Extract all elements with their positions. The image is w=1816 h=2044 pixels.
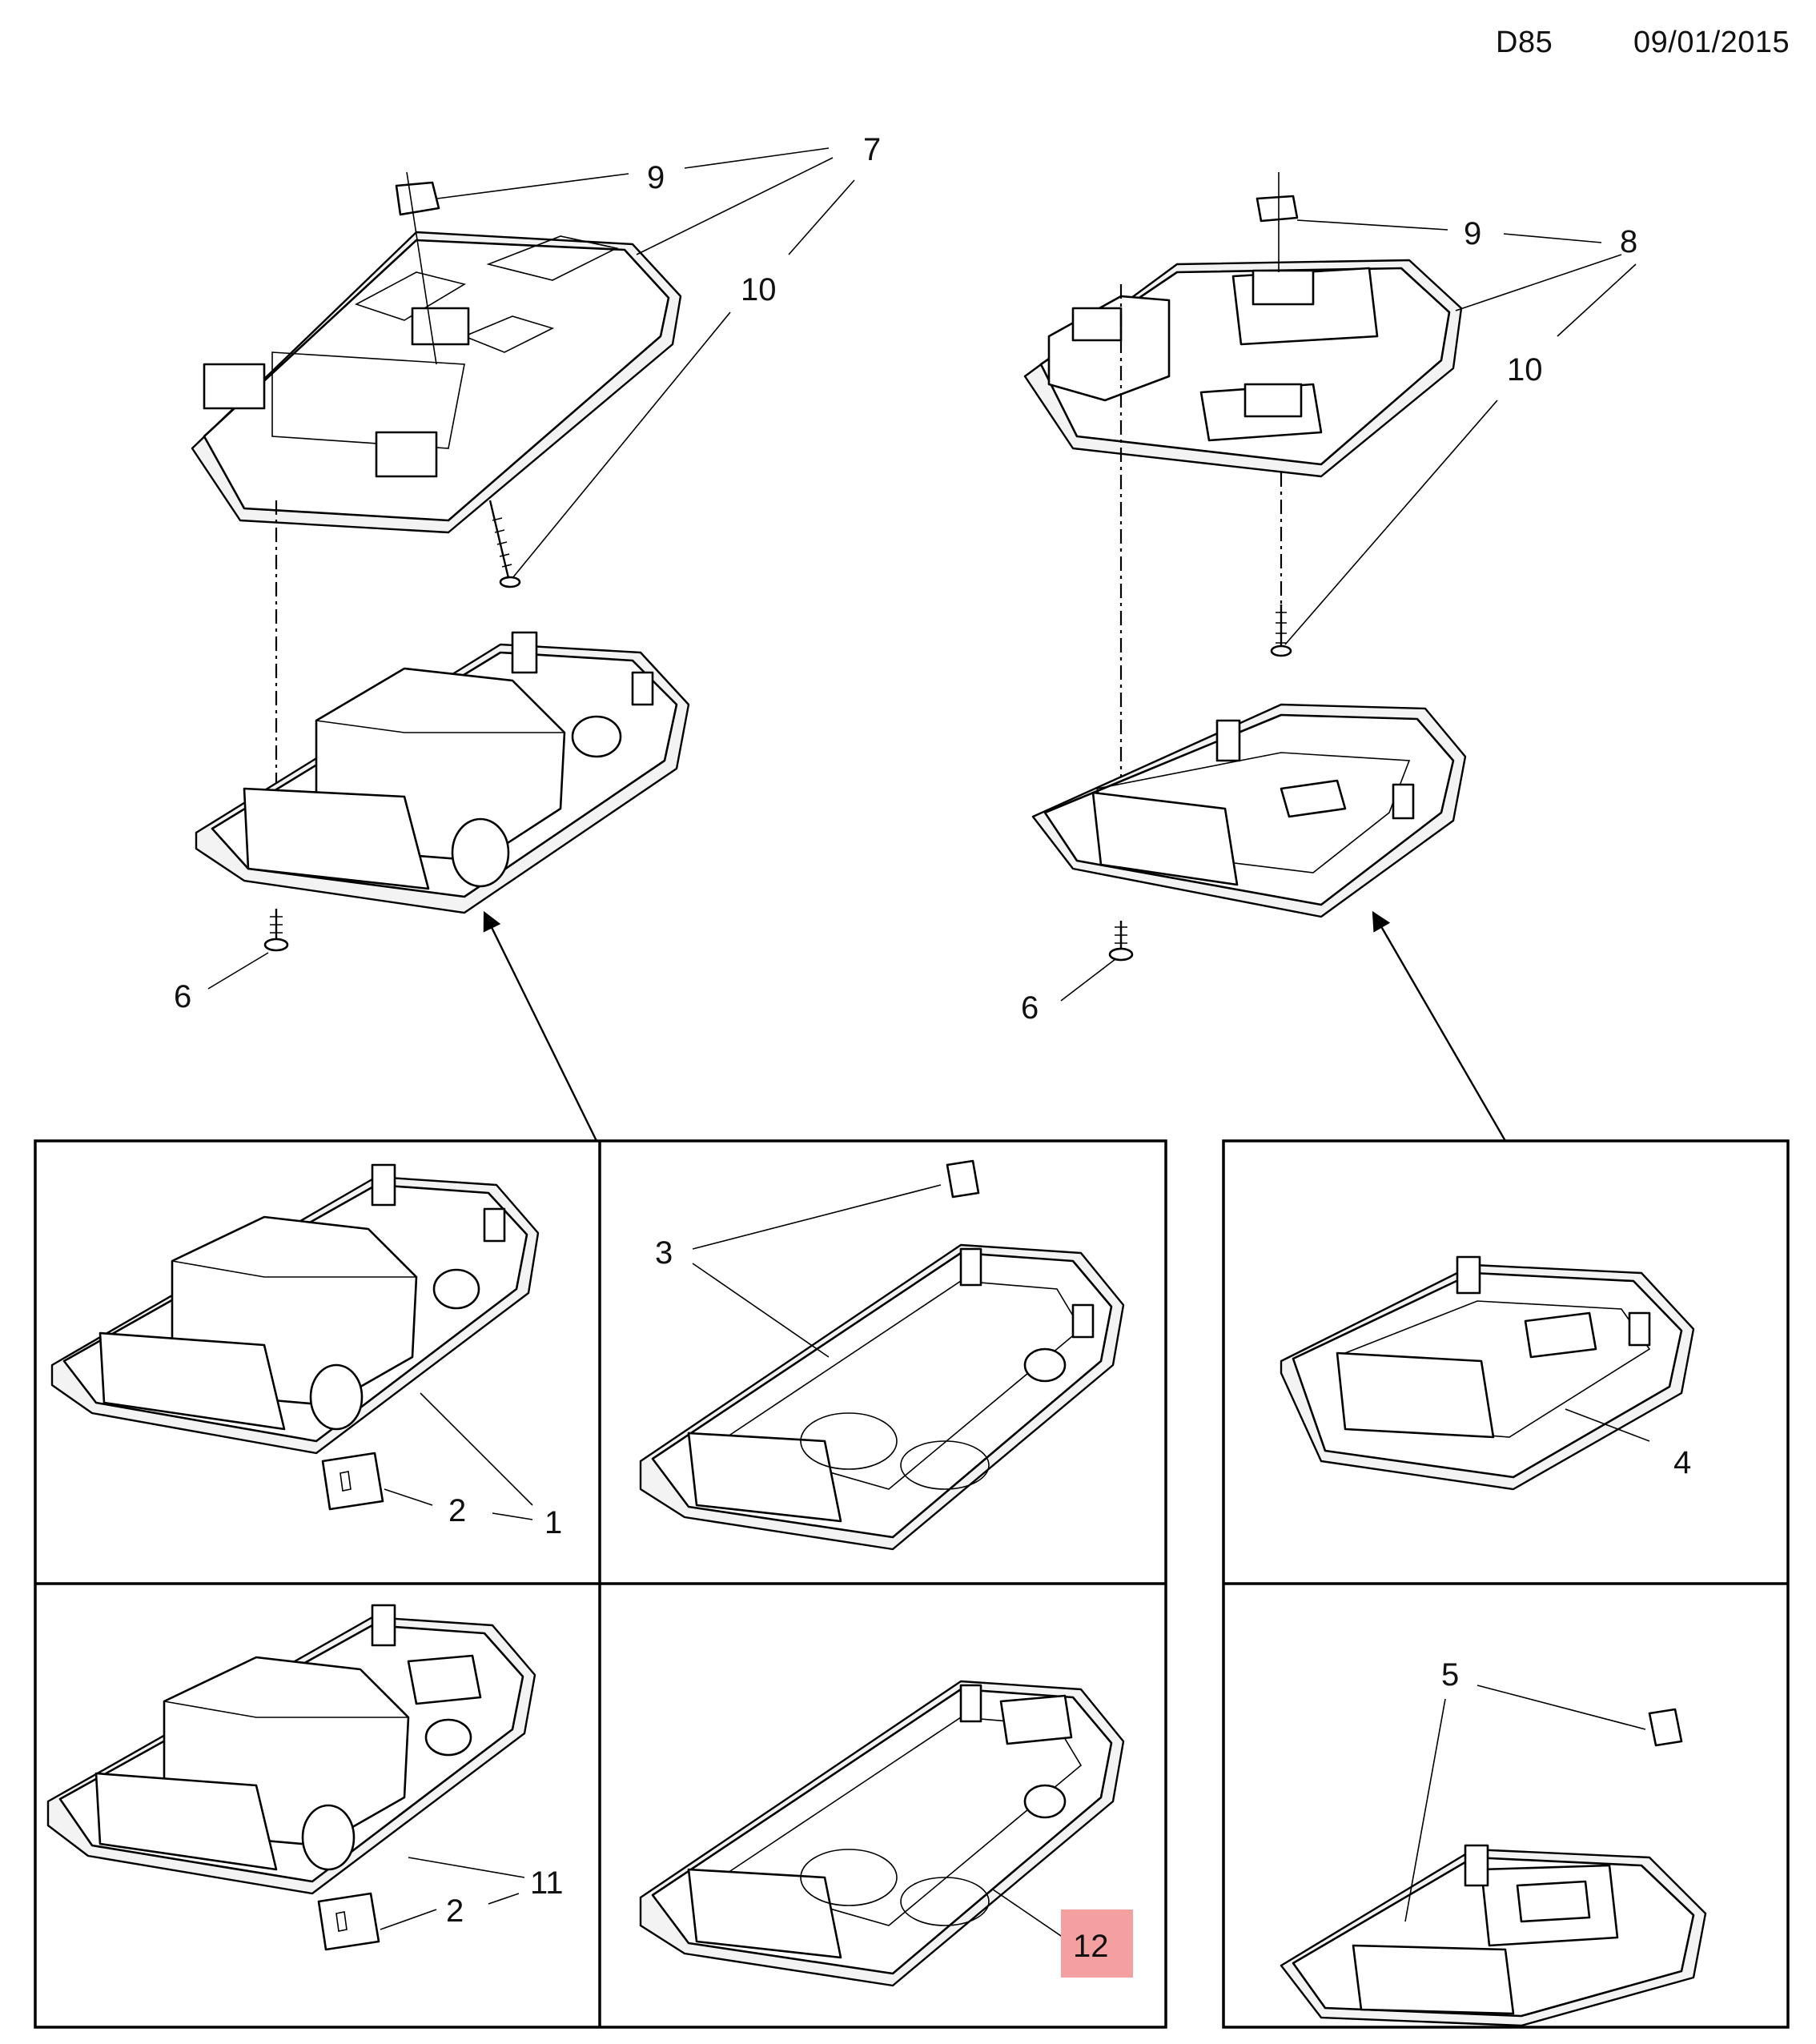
callout-6-left: 6 (174, 979, 191, 1014)
panel-frames (34, 1139, 1790, 2029)
screw-10-left (488, 500, 521, 588)
callout-10-left: 10 (741, 272, 777, 307)
callout-10-right: 10 (1507, 352, 1543, 388)
callout-1: 1 (544, 1505, 562, 1540)
callout-2-top: 2 (448, 1493, 466, 1528)
clip-9-left (395, 181, 440, 216)
part-2-clip-bottom (317, 1892, 380, 1951)
screw-6-right (1108, 921, 1134, 962)
part-1-console (50, 1163, 540, 1455)
callout-11: 11 (530, 1865, 564, 1901)
lower-console-left (195, 631, 690, 914)
diagram-date: 09/01/2015 (1633, 26, 1790, 59)
part-2-clip-top (321, 1452, 384, 1511)
part-12-base (639, 1680, 1125, 1987)
highlight-12 (1061, 1909, 1133, 1978)
callout-5: 5 (1441, 1657, 1459, 1693)
part-11-console (46, 1604, 536, 1895)
part-3-base (639, 1159, 1125, 1551)
part-4-trim (1280, 1255, 1695, 1491)
part-5-housing (1280, 1708, 1707, 2027)
callout-9-left: 9 (647, 160, 665, 195)
callout-8: 8 (1620, 224, 1637, 259)
arrows (483, 910, 1507, 1142)
upper-housing-right (1023, 195, 1463, 478)
callout-4: 4 (1673, 1445, 1691, 1480)
callout-12: 12 (1073, 1929, 1109, 1964)
callout-2-bottom: 2 (446, 1893, 464, 1929)
callout-9-right: 9 (1464, 216, 1481, 251)
callout-labels: 9 7 10 6 9 8 10 6 3 2 1 4 11 2 12 5 (174, 132, 1691, 1964)
screw-10-right (1270, 604, 1292, 657)
screw-6-left (263, 909, 289, 952)
clip-9-right (1256, 195, 1299, 223)
upper-housing-left (191, 181, 682, 534)
callout-7: 7 (863, 132, 881, 167)
lower-trim-right (1031, 703, 1467, 918)
callout-6-right: 6 (1021, 990, 1039, 1026)
diagram-code: D85 (1496, 26, 1553, 59)
leader-lines-top (207, 147, 1637, 1002)
callout-3: 3 (655, 1235, 673, 1271)
